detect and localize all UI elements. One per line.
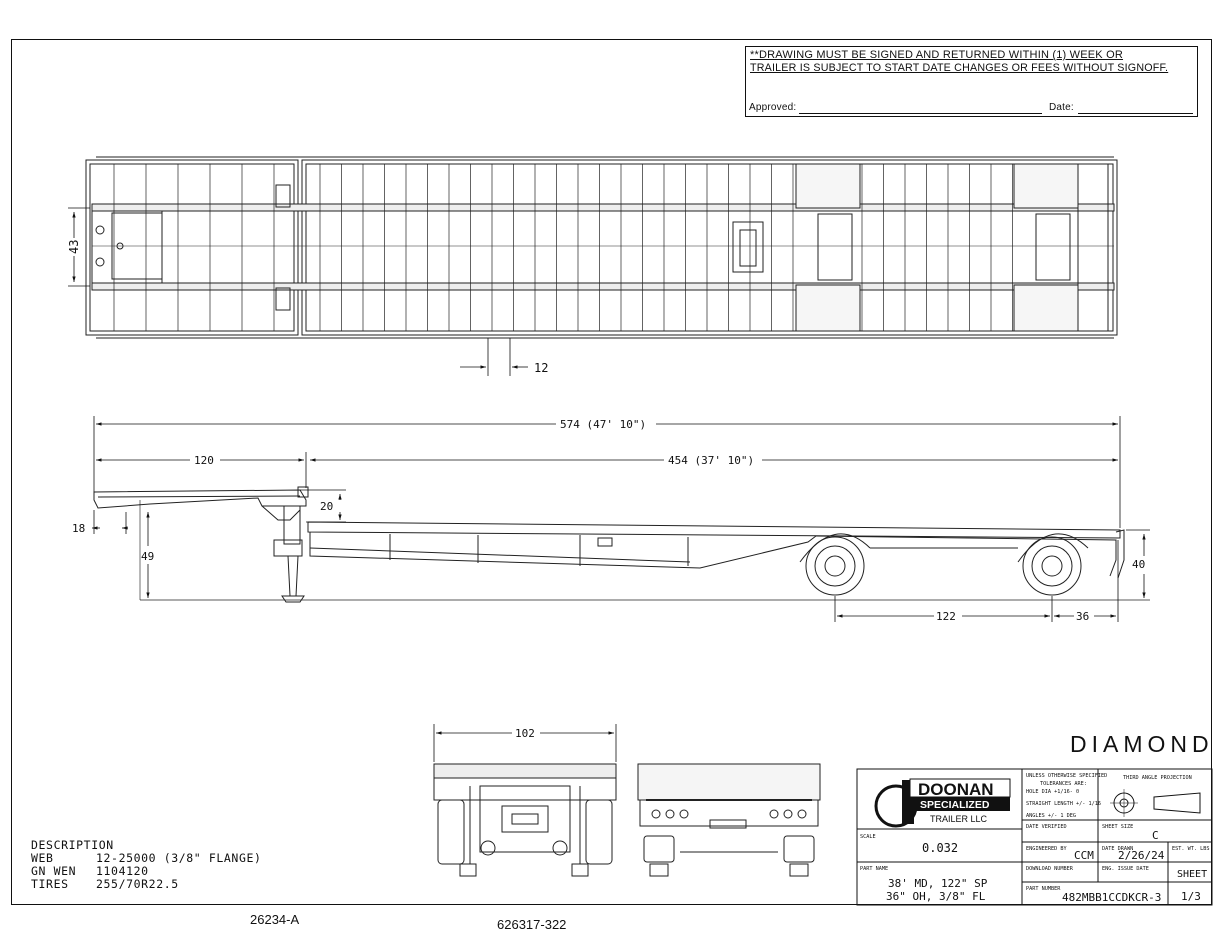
scale-value: 0.032 [922,841,958,855]
brand-company-line2: SPECIALIZED [920,799,990,811]
engineered-by-value: CCM [1074,849,1094,862]
description-block: DESCRIPTION WEB 12-25000 (3/8" FLANGE) GN… [31,839,262,891]
signoff-notice-box: **DRAWING MUST BE SIGNED AND RETURNED WI… [745,46,1198,117]
dim-deck-rear: 454 (37' 10") [668,454,754,467]
dim-deck-height: 40 [1132,558,1145,571]
dim-deck-front: 120 [194,454,214,467]
footer-ref-center: 626317-322 [497,917,567,932]
tolerance-line-3: STRAIGHT LENGTH +/- 1/16 [1026,801,1101,807]
approved-signature-line[interactable] [799,113,1042,114]
description-label: WEB [31,851,54,865]
part-name-line2: 36" OH, 3/8" FL [886,890,986,903]
doonan-logo [874,778,1011,828]
part-number-label: PART NUMBER [1026,886,1061,892]
dim-width-top: 43 [67,240,81,254]
brand-company-line1: DOONAN [918,780,994,799]
est-wt-label: EST. WT. LBS [1172,846,1209,852]
end-views [433,763,821,877]
dim-crossmember: 12 [534,361,548,375]
date-verified-label: DATE VERIFIED [1026,824,1067,830]
sheet-label: SHEET [1177,869,1207,880]
top-plan-view [85,156,1118,339]
end-view-dimensions [433,724,617,762]
date-label: Date: [1049,102,1074,113]
download-number-label: DOWNLOAD NUMBER [1026,866,1074,872]
description-row: GN WEN 1104120 [31,865,262,878]
date-drawn-value: 2/26/24 [1118,849,1165,862]
dim-axle-spread: 122 [936,610,956,623]
description-value: 1104120 [96,864,149,878]
title-block-grid [856,768,1213,906]
tolerance-line-2: HOLE DIA +1/16- 0 [1026,789,1079,795]
description-row: TIRES 255/70R22.5 [31,878,262,891]
brand-company-line3: TRAILER LLC [930,814,988,824]
crossmembers [113,164,1013,331]
side-view-dimensions [92,416,1150,622]
date-drawn-label: DATE DRAWN [1102,846,1133,852]
engineered-by-label: ENGINEERED BY [1026,846,1067,852]
description-value: 12-25000 (3/8" FLANGE) [96,851,262,865]
dim-neck-height: 20 [320,500,333,513]
description-value: 255/70R22.5 [96,877,179,891]
dim-overall-length: 574 (47' 10") [560,418,646,431]
dim-gooseneck-height: 49 [141,550,154,563]
approved-label: Approved: [749,102,797,113]
part-name-line1: 38' MD, 122" SP [888,877,988,890]
eng-issue-date-label: ENG. ISSUE DATE [1102,866,1149,872]
top-view-dimensions [68,207,528,376]
side-elevation-view [93,486,1150,603]
description-label: TIRES [31,877,69,891]
description-row: WEB 12-25000 (3/8" FLANGE) [31,852,262,865]
tolerance-line-4: ANGLES +/- 1 DEG [1026,813,1076,819]
drawing-frame [11,39,1212,905]
part-number-value: 482MBB1CCDKCR-3 [1062,891,1161,904]
scale-label: SCALE [860,834,876,840]
sheet-size-label: SHEET SIZE [1102,824,1133,830]
tolerance-line-1: TOLERANCES ARE: [1040,781,1087,787]
notice-line-2: TRAILER IS SUBJECT TO START DATE CHANGES… [750,62,1169,74]
dim-overall-width: 102 [515,727,535,740]
sheet-value: 1/3 [1181,890,1201,903]
date-signature-line[interactable] [1078,113,1193,114]
sheet-size-value: C [1152,829,1159,842]
description-header: DESCRIPTION [31,838,114,852]
part-name-label: PART NAME [860,866,888,872]
brand-model: DIAMOND [1070,731,1214,757]
dim-front-overhang: 18 [72,522,85,535]
tolerance-line-0: UNLESS OTHERWISE SPECIFIED [1026,773,1107,779]
projection-label: THIRD ANGLE PROJECTION [1123,775,1192,781]
footer-ref-left: 26234-A [250,912,300,927]
description-label: GN WEN [31,864,77,878]
dim-rear-overhang: 36 [1076,610,1089,623]
notice-line-1: **DRAWING MUST BE SIGNED AND RETURNED WI… [750,49,1124,61]
